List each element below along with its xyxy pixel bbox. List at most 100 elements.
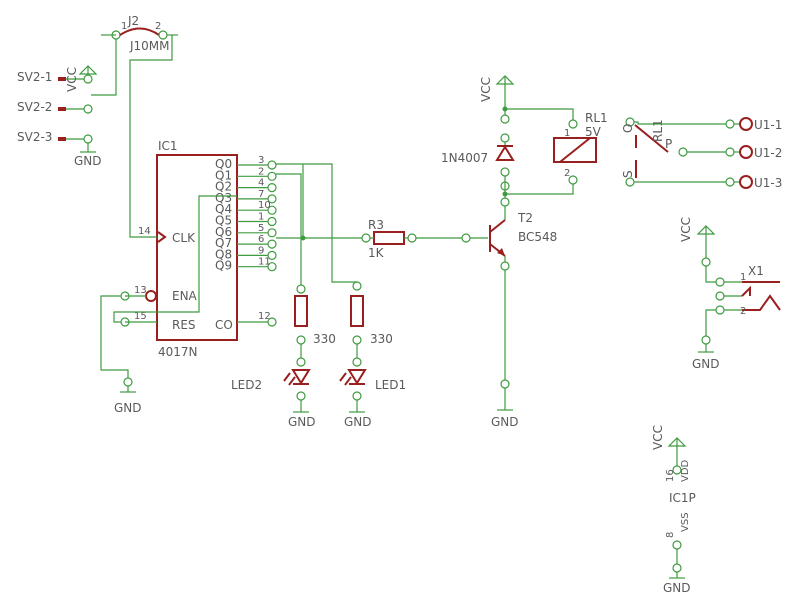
power-jack-x1: VCC X1 1 2 GND [679,217,781,371]
j2-pin2: 2 [155,21,161,32]
u1-3-label: U1-3 [754,176,782,190]
vdd-label: VDD [680,459,691,482]
x1-gnd-label: GND [692,357,720,371]
ic1-output-q0: Q0 [215,157,232,171]
vcc-top-label: VCC [479,77,493,102]
ic1-label: IC1 [158,139,178,153]
relay-rl1-coil: RL1 5V 1 2 [505,108,608,195]
led2-gnd-label: GND [288,415,316,429]
sv2-vcc-label: VCC [65,67,79,92]
ic1-output-q5: Q5 [215,214,232,228]
wire-j2-sv2 [91,39,117,96]
pin-13: 13 [134,285,147,296]
sv2-gnd-label: GND [74,154,102,168]
pin-15: 15 [134,311,147,322]
ic1-output-pad [267,250,277,260]
x1-vcc-label: VCC [679,217,693,242]
ic1-output-pin-number: 4 [258,178,264,189]
j2-pin1: 1 [121,21,127,32]
ic1-res: RES [172,318,196,332]
diode-d1: VCC 1N4007 [441,75,515,198]
ic1-output-pad [267,160,277,170]
ic1-clk: CLK [172,231,196,245]
ic1-output-pin-number: 9 [258,245,264,256]
ic1-output-q3: Q3 [215,191,232,205]
resistor-r3: R3 1K [361,218,417,260]
ic1-output-pad [267,183,277,193]
u1-2-label: U1-2 [754,146,782,160]
wire-ena-gnd [100,295,129,378]
sw-p-label: P [665,137,672,151]
ic1-output-pin-number: 3 [258,155,264,166]
pin-8: 8 [665,532,676,538]
ic1p-gnd-label: GND [663,581,691,595]
t2-value: BC548 [518,230,557,244]
sv2-1-label: SV2-1 [17,70,52,84]
ic1-gnd-label: GND [114,401,142,415]
ic1-output-q7: Q7 [215,236,232,250]
ic1-output-q4: Q4 [215,202,232,216]
ic1-output-pad [267,205,277,215]
ic1-counter: IC1 4017N CLK ENA RES CO Q0Q1Q2Q3Q4Q5Q6Q… [125,139,277,359]
pin-12: 12 [258,311,271,322]
led2-label: LED2 [231,378,262,392]
t2-gnd-label: GND [491,415,519,429]
header-sv2: SV2-1 SV2-2 SV2-3 VCC GND [17,65,102,168]
led2-branch: 330 LED2 GND [231,284,336,429]
ic1-output-pad [267,228,277,238]
ic1-output-pin-number: 10 [258,200,271,211]
ic1-output-pin-number: 11 [258,257,271,268]
vss-label: VSS [680,512,691,532]
ic1-output-pad [267,194,277,204]
ic1-output-pad [267,262,277,272]
ic1-output-q8: Q8 [215,247,232,261]
u1-1-label: U1-1 [754,118,782,132]
x1-pin2: 2 [740,306,746,317]
ic1-co: CO [215,318,233,332]
sv2-3-label: SV2-3 [17,130,52,144]
ic1-output-pin-number: 2 [258,166,264,177]
ic1-output-q2: Q2 [215,180,232,194]
ic1-output-q9: Q9 [215,259,232,273]
wire-res-q2 [113,195,237,323]
ic1-ena: ENA [172,289,198,303]
sv2-2-label: SV2-2 [17,100,52,114]
ic1-output-q6: Q6 [215,225,232,239]
ic1-output-pin-number: 1 [258,212,264,223]
led1-gnd-label: GND [344,415,372,429]
ic1-output-pin-number: 6 [258,234,264,245]
rl1-pin1: 1 [564,128,570,139]
transistor-t2: T2 BC548 [489,197,557,271]
ic1-output-pin-number: 7 [258,189,264,200]
wire-q0-led1 [276,163,357,283]
rl1-value: 5V [585,125,602,139]
ic1-output-q1: Q1 [215,168,232,182]
sw-s-label: S [621,170,635,178]
r-led2-value: 330 [313,332,336,346]
led1-branch: 330 LED1 GND [339,281,406,429]
pin-16: 16 [665,469,676,482]
r3-value: 1K [368,246,385,260]
ic1-power-pins: VCC 16 VDD IC1P VSS 8 GND [651,425,696,595]
rl1-label: RL1 [585,111,608,125]
ic1-output-pad [267,216,277,227]
pin-14: 14 [138,226,151,237]
diode-label: 1N4007 [441,151,488,165]
j2-value: J10MM [129,39,170,53]
t2-label: T2 [517,211,533,225]
led1-label: LED1 [375,378,406,392]
x1-pin1: 1 [740,272,746,283]
x1-label: X1 [748,264,764,278]
sw-o-label: O [621,124,635,133]
ic1-output-pad [267,239,277,249]
ic1p-label: IC1P [669,491,696,505]
terminals-u1: U1-1 U1-2 U1-3 [725,117,782,190]
wire-j2-clk [129,35,173,238]
ic1-value: 4017N [158,345,198,359]
rl1-sw-label: RL1 [651,119,665,142]
ic1-output-pad [267,171,277,181]
j2-label: J2 [127,14,139,28]
rl1-pin2: 2 [564,168,570,179]
